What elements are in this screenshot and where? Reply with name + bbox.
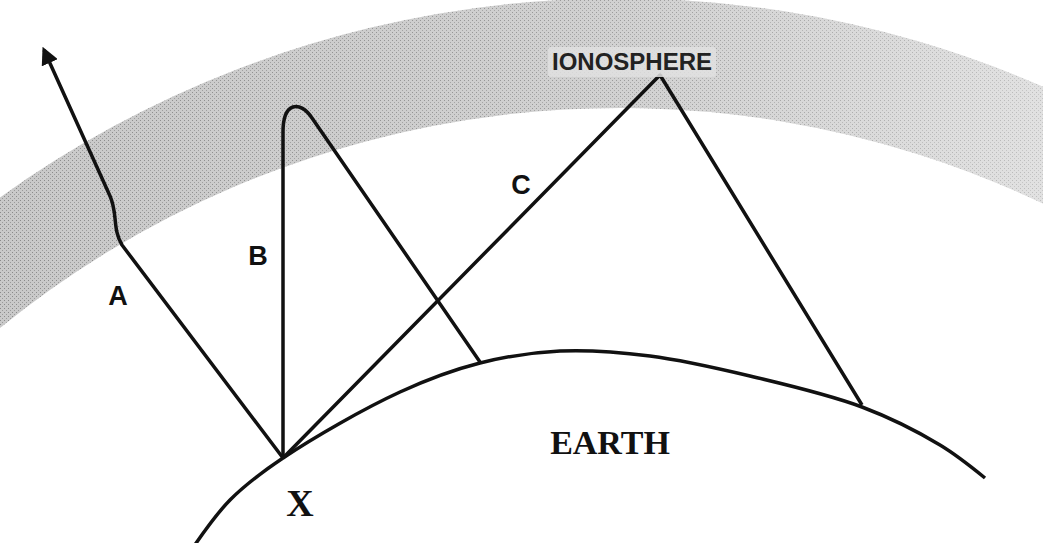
ray-c [283,75,862,458]
ionosphere-layer: IONOSPHERE [548,47,716,77]
ray-b [283,106,480,458]
earth-body: EARTH [546,423,674,463]
node-text: EARTH [550,424,670,462]
ray-label: C [511,172,531,199]
node-text: IONOSPHERE [552,48,712,76]
ray-label: A [108,283,128,310]
earth-surface [190,351,985,543]
ray-label: B [248,243,268,270]
ionosphere-shade [0,0,1043,332]
ray-a [44,50,283,458]
ionosphere-band [0,0,1043,332]
point-label: X [286,484,313,522]
